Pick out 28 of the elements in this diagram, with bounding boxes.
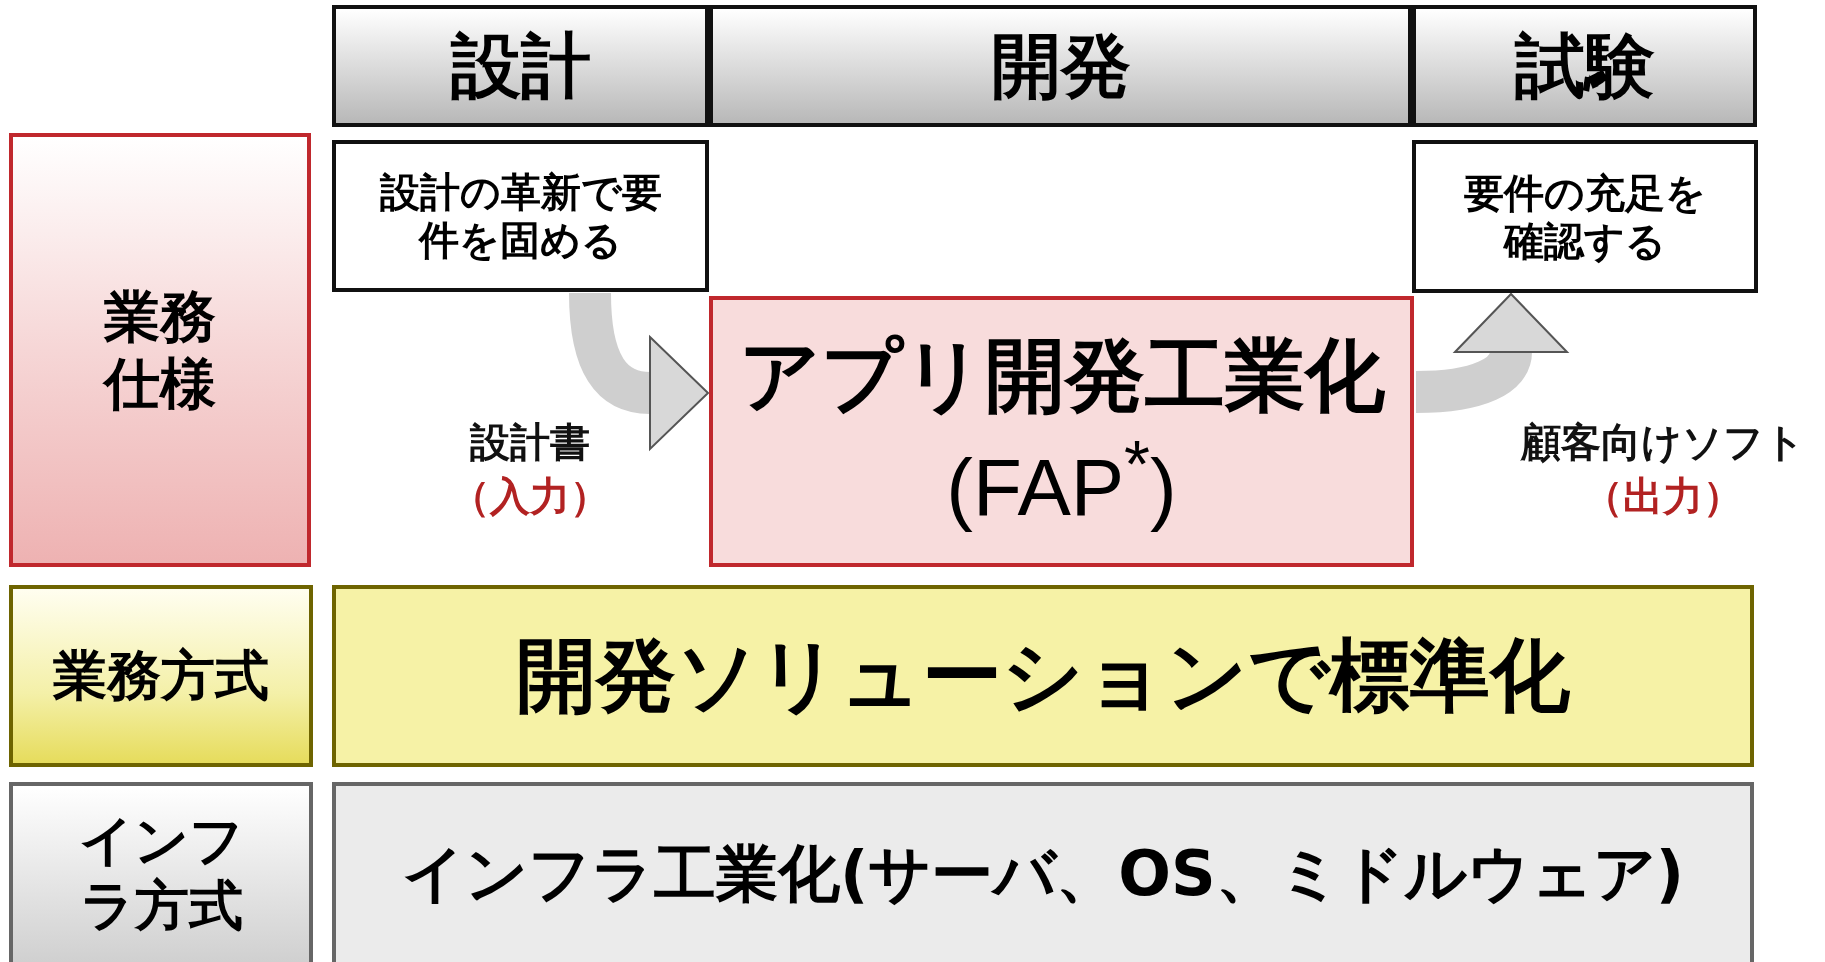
- box-title: 要件の充足を確認する: [1463, 168, 1707, 265]
- box-subtitle: (FAP$^{*}$): [946, 425, 1177, 534]
- arrow-caption: （出力）: [1583, 476, 1743, 516]
- category-box: [9, 782, 313, 962]
- box-title: アプリ開発工業化: [738, 327, 1385, 424]
- arrow-caption: 顧客向けソフト: [1521, 422, 1805, 462]
- process-box: [709, 296, 1414, 567]
- band-box: [332, 585, 1754, 767]
- process-box: [332, 140, 709, 292]
- category-box: [9, 585, 313, 767]
- curved-arrow: [569, 292, 709, 450]
- curved-arrow: [1415, 293, 1568, 413]
- header-box: [1412, 5, 1757, 127]
- box-title: 業務仕様: [101, 282, 217, 418]
- box-title: 設計: [450, 24, 591, 108]
- box-title: 試験: [1514, 24, 1655, 108]
- box-title: 設計の革新で要件を固める: [378, 168, 663, 264]
- box-title: 開発: [990, 24, 1131, 108]
- band-box: [332, 782, 1754, 962]
- box-title: インフラ方式: [77, 809, 245, 939]
- arrow-caption: （入力）: [450, 476, 610, 516]
- process-box: [1412, 140, 1758, 293]
- arrow-caption: 設計書: [470, 422, 590, 462]
- box-title: インフラ工業化(サーバ、OS、ミドルウェア): [402, 836, 1684, 912]
- header-box: [332, 5, 709, 127]
- box-title: 開発ソリューションで標準化: [516, 628, 1570, 724]
- category-box: [9, 133, 311, 567]
- box-title: 業務方式: [53, 643, 269, 709]
